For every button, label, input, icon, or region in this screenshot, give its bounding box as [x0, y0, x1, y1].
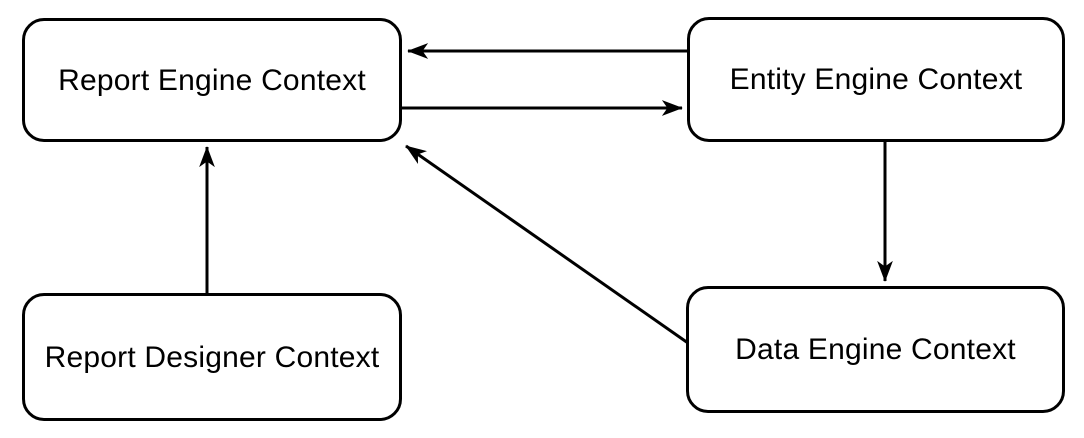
edge-data-to-report — [405, 144, 689, 345]
node-report-engine-label: Report Engine Context — [58, 63, 366, 97]
node-entity-engine-context: Entity Engine Context — [687, 17, 1065, 142]
node-data-engine-context: Data Engine Context — [686, 286, 1065, 413]
node-report-designer-context: Report Designer Context — [22, 293, 402, 421]
node-report-designer-label: Report Designer Context — [44, 340, 380, 374]
node-data-engine-label: Data Engine Context — [735, 333, 1016, 366]
node-entity-engine-label: Entity Engine Context — [729, 63, 1023, 96]
node-report-engine-context: Report Engine Context — [22, 18, 402, 142]
